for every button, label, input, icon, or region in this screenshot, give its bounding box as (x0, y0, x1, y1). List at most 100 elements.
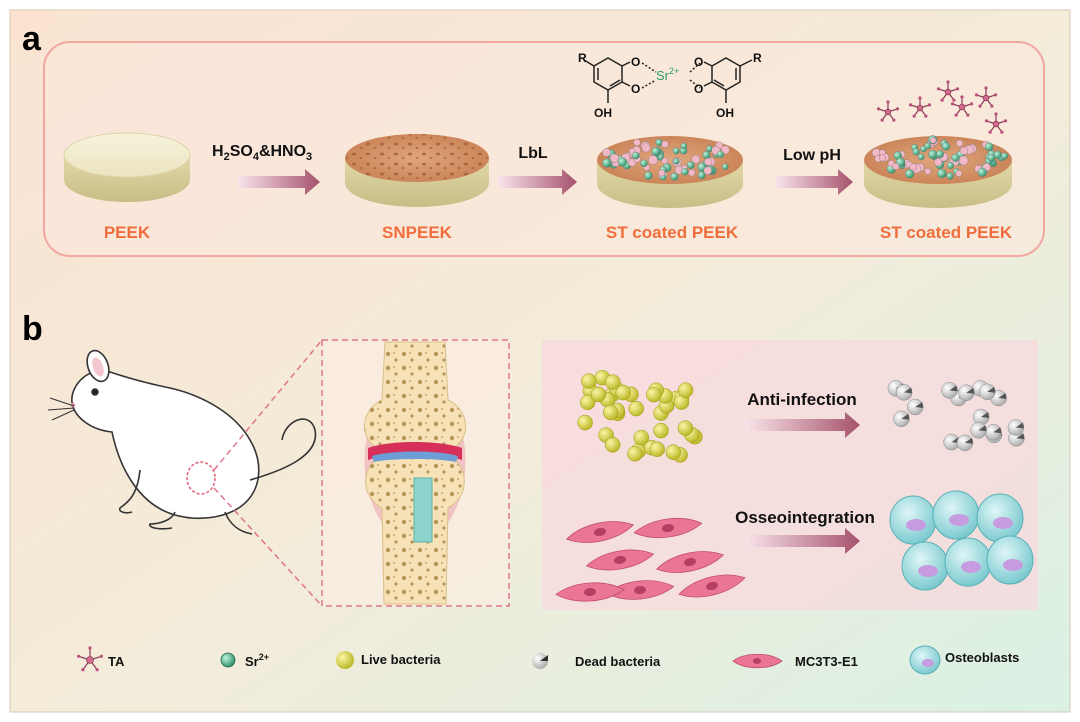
osteoblasts-cluster (889, 490, 1034, 591)
coating-particle (946, 172, 954, 180)
dead-bacterium (958, 384, 975, 401)
arrow-low-ph (776, 169, 853, 195)
coating-particle (924, 142, 932, 150)
coating-particle (928, 149, 938, 159)
dead-bacterium (1007, 419, 1025, 436)
osteoblast-cell (932, 490, 980, 540)
ta-molecule-icon (984, 112, 1008, 134)
coating-particle (681, 167, 689, 176)
coating-particle (688, 169, 696, 177)
legend-mc3t3-icon (732, 653, 783, 669)
coating-particle (672, 147, 680, 155)
dead-bacterium (943, 433, 960, 451)
legend-dead-bacteria-label: Dead bacteria (575, 654, 661, 669)
panel-a-frame (43, 41, 1045, 257)
coating-particle (909, 163, 917, 171)
coating-particle (904, 169, 915, 179)
coating-particle (632, 151, 640, 160)
zoom-line-bottom (213, 487, 323, 607)
ta-molecule-icon (974, 86, 998, 108)
live-bacterium (602, 404, 619, 421)
live-bacterium (581, 373, 597, 389)
arrow-lbl (498, 169, 577, 195)
coating-particle (946, 161, 955, 170)
coating-particle (912, 148, 920, 156)
released-ta-molecules (876, 80, 1008, 134)
sr-ta-chelate-structure (583, 57, 753, 103)
live-bacterium (615, 384, 631, 401)
ta-molecule-icon (950, 95, 974, 117)
mc3t3-cells-cluster (555, 517, 746, 602)
label-snpeek: SNPEEK (382, 223, 453, 242)
live-bacterium (646, 386, 662, 403)
dead-bacterium (941, 382, 958, 399)
arrow-label-acid: H2SO4&HNO3 (212, 143, 312, 163)
coating-particle (602, 158, 612, 168)
arrow-anti-infection (745, 412, 860, 438)
arrow-label-osseointegration: Osseointegration (735, 508, 875, 527)
coating-particle (917, 153, 925, 161)
coating-particle (644, 171, 653, 180)
coating-particle (640, 159, 648, 168)
mc3t3-cell (585, 549, 655, 571)
coating-particle (958, 155, 969, 166)
coating-particle (651, 147, 661, 156)
oxygen-3: O (694, 55, 703, 69)
coating-particle (673, 157, 680, 165)
coating-particle (702, 150, 711, 159)
coating-particle (941, 142, 951, 151)
coating-particle (617, 157, 628, 167)
rat-illustration (47, 349, 317, 535)
coating-particle (633, 138, 641, 147)
live-bacteria-cluster (577, 369, 703, 463)
dead-bacterium (956, 434, 974, 452)
legend-dead-bacteria-icon (532, 653, 548, 669)
legend-sr-label: Sr2+ (245, 652, 269, 669)
st-coated-disc-2 (864, 135, 1012, 208)
live-bacterium (653, 422, 669, 439)
arrow-label-lbl: LbL (518, 145, 548, 162)
coating-particle (716, 150, 725, 159)
coating-particle (721, 163, 729, 170)
coating-particle (955, 139, 964, 147)
label-st-coated-2: ST coated PEEK (880, 223, 1013, 242)
coating-particle (658, 169, 665, 177)
arrow-osseointegration (745, 528, 860, 554)
osteoblast-cell (889, 495, 937, 545)
ta-molecule-icon (876, 100, 900, 122)
panel-b-letter: b (22, 310, 43, 348)
coating-particle (934, 158, 943, 167)
legend-ta-icon (77, 646, 103, 672)
dead-bacterium (893, 410, 910, 428)
coating-particle (1001, 152, 1009, 160)
coating-particle (641, 143, 651, 153)
live-bacterium (677, 382, 694, 398)
coating-particle (686, 161, 695, 170)
legend-mc3t3-label: MC3T3-E1 (795, 654, 858, 669)
live-bacterium (590, 386, 607, 403)
coating-particle (987, 153, 996, 162)
st-coated-disc-1 (597, 136, 743, 208)
coating-particle (648, 155, 658, 165)
live-bacterium (665, 444, 682, 460)
osteoblast-cell (944, 537, 992, 587)
legend-osteoblasts-icon (909, 645, 941, 675)
dead-bacterium (906, 398, 924, 416)
legend-osteoblasts-label: Osteoblasts (945, 650, 1019, 665)
label-peek: PEEK (104, 223, 151, 242)
coating-particle (924, 168, 932, 175)
arrow-label-anti-infection: Anti-infection (747, 390, 857, 409)
coating-particle (929, 137, 937, 144)
coating-particle (691, 154, 701, 164)
arrow-acid-treatment (238, 169, 320, 195)
label-st-coated-1: ST coated PEEK (606, 223, 739, 242)
coating-particle (878, 154, 886, 162)
dead-bacteria-cluster (887, 380, 1025, 452)
osteoblast-cell (986, 535, 1034, 585)
ta-molecule-icon (936, 80, 960, 102)
mc3t3-cell (555, 582, 625, 602)
live-bacterium (604, 437, 621, 453)
legend-live-bacteria-label: Live bacteria (361, 652, 441, 667)
